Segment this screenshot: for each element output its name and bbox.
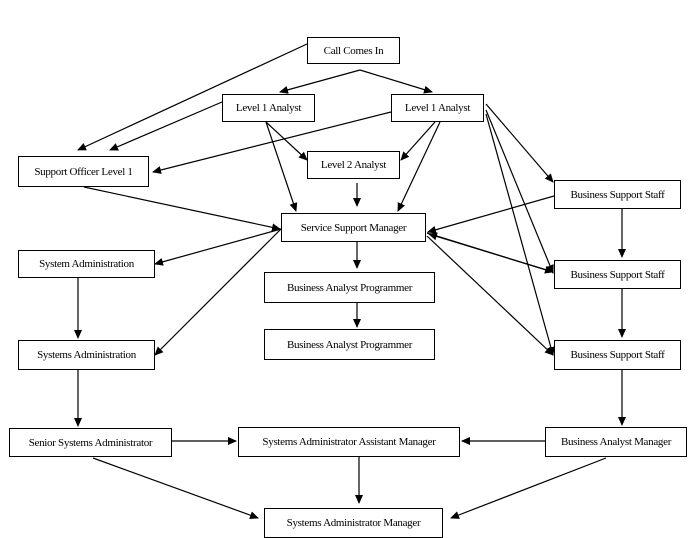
node-level1-analyst-right: Level 1 Analyst — [391, 94, 484, 122]
node-business-support-staff-3: Business Support Staff — [554, 340, 681, 370]
node-business-analyst-programmer-2: Business Analyst Programmer — [264, 329, 435, 360]
arrow-level1-right-to-bss2 — [485, 109, 554, 274]
node-senior-systems-administrator: Senior Systems Administrator — [9, 428, 172, 457]
arrow-level1-left-to-service-support — [265, 121, 298, 212]
arrow-level1-right-to-support-officer — [152, 111, 392, 174]
arrow-senior-sysadmin-to-sysadmin-manager — [92, 457, 259, 520]
arrow-bss1-to-service-support — [427, 195, 555, 234]
node-service-support-manager: Service Support Manager — [281, 213, 426, 242]
node-systems-administration: Systems Administration — [18, 340, 155, 370]
node-support-officer-level1: Support Officer Level 1 — [18, 156, 149, 187]
node-systems-administrator-assistant-manager: Systems Administrator Assistant Manager — [238, 427, 460, 457]
node-call-comes-in: Call Comes In — [307, 37, 400, 64]
arrow-level1-right-to-level2 — [400, 121, 436, 161]
arrow-level1-left-to-support-officer — [109, 101, 223, 151]
arrow-service-support-to-bss3 — [426, 235, 554, 356]
arrow-business-analyst-manager-to-sysadmin-manager — [450, 457, 607, 519]
arrow-service-support-to-systems-administration — [154, 228, 282, 356]
arrow-service-support-to-system-administration — [154, 228, 282, 266]
arrow-call-to-level1-right — [359, 69, 433, 94]
node-business-support-staff-2: Business Support Staff — [554, 260, 681, 289]
node-systems-administrator-manager: Systems Administrator Manager — [264, 508, 443, 538]
arrow-level1-left-to-level2 — [265, 121, 308, 161]
node-business-analyst-manager: Business Analyst Manager — [545, 427, 687, 457]
node-level1-analyst-left: Level 1 Analyst — [222, 94, 315, 122]
arrow-support-officer-to-service-support — [83, 186, 281, 232]
arrow-call-to-support-officer — [77, 43, 308, 151]
node-business-support-staff-1: Business Support Staff — [554, 180, 681, 209]
arrow-level1-right-to-bss1 — [485, 103, 554, 183]
node-business-analyst-programmer-1: Business Analyst Programmer — [264, 272, 435, 303]
node-system-administration: System Administration — [18, 250, 155, 278]
arrow-level1-right-to-service-support — [397, 121, 441, 212]
node-level2-analyst: Level 2 Analyst — [307, 151, 400, 179]
arrow-call-to-level1-left — [279, 69, 361, 94]
arrow-level1-right-to-bss3 — [485, 113, 555, 356]
arrow-bss2-to-service-support — [428, 232, 554, 273]
